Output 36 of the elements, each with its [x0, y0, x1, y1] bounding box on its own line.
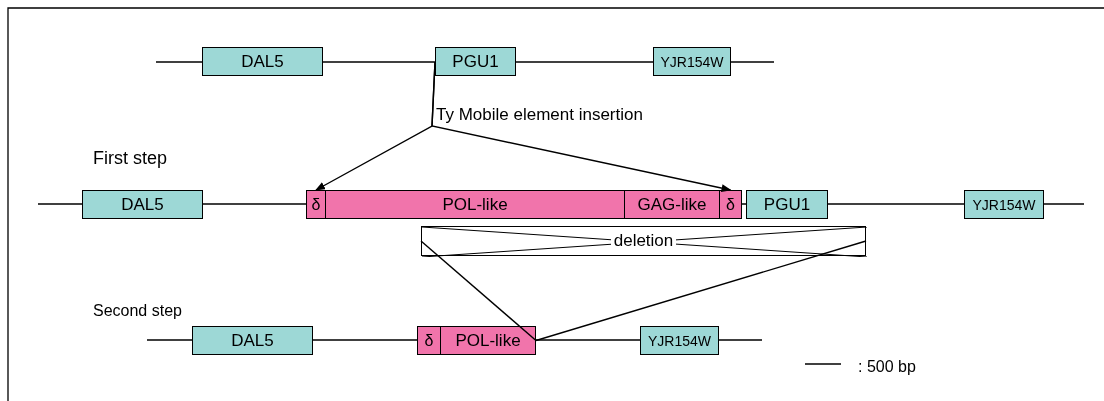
transposon-segment	[719, 190, 742, 219]
transposon-segment	[325, 190, 625, 219]
gene-label: δ	[311, 195, 321, 214]
gene-box	[82, 190, 203, 219]
arrow	[431, 61, 732, 192]
step-heading: First step	[93, 148, 167, 169]
transposon-segment	[306, 190, 326, 219]
gene-label: DAL5	[231, 330, 274, 351]
gene-box	[192, 326, 313, 355]
connector-line	[420, 240, 537, 342]
transposon-segment	[440, 326, 536, 355]
gene-label: POL-like	[442, 194, 508, 215]
gene-label: PGU1	[763, 194, 811, 215]
deletion-box	[421, 226, 866, 256]
transposon-segment	[417, 326, 441, 355]
transposon-segment	[624, 190, 720, 219]
gene-box	[640, 326, 719, 355]
gene-label: GAG-like	[637, 194, 707, 215]
scale-label: : 500 bp	[858, 358, 916, 376]
gene-label: PGU1	[452, 51, 499, 72]
gene-box	[202, 47, 323, 76]
gene-box	[964, 190, 1044, 219]
gene-label: YJR154W	[972, 196, 1036, 213]
gene-label: YJR154W	[660, 53, 724, 70]
edge-label: Ty Mobile element insertion	[436, 105, 643, 125]
gene-label: DAL5	[241, 51, 284, 72]
gene-box	[435, 47, 516, 76]
gene-box	[746, 190, 828, 219]
gene-box	[653, 47, 731, 76]
gene-label: POL-like	[455, 330, 521, 351]
connector-line	[535, 240, 867, 342]
gene-label: DAL5	[121, 194, 164, 215]
gene-label: δ	[424, 331, 434, 350]
gene-label: δ	[726, 195, 735, 214]
gene-label: YJR154W	[648, 332, 711, 349]
step-heading: Second step	[93, 302, 182, 320]
